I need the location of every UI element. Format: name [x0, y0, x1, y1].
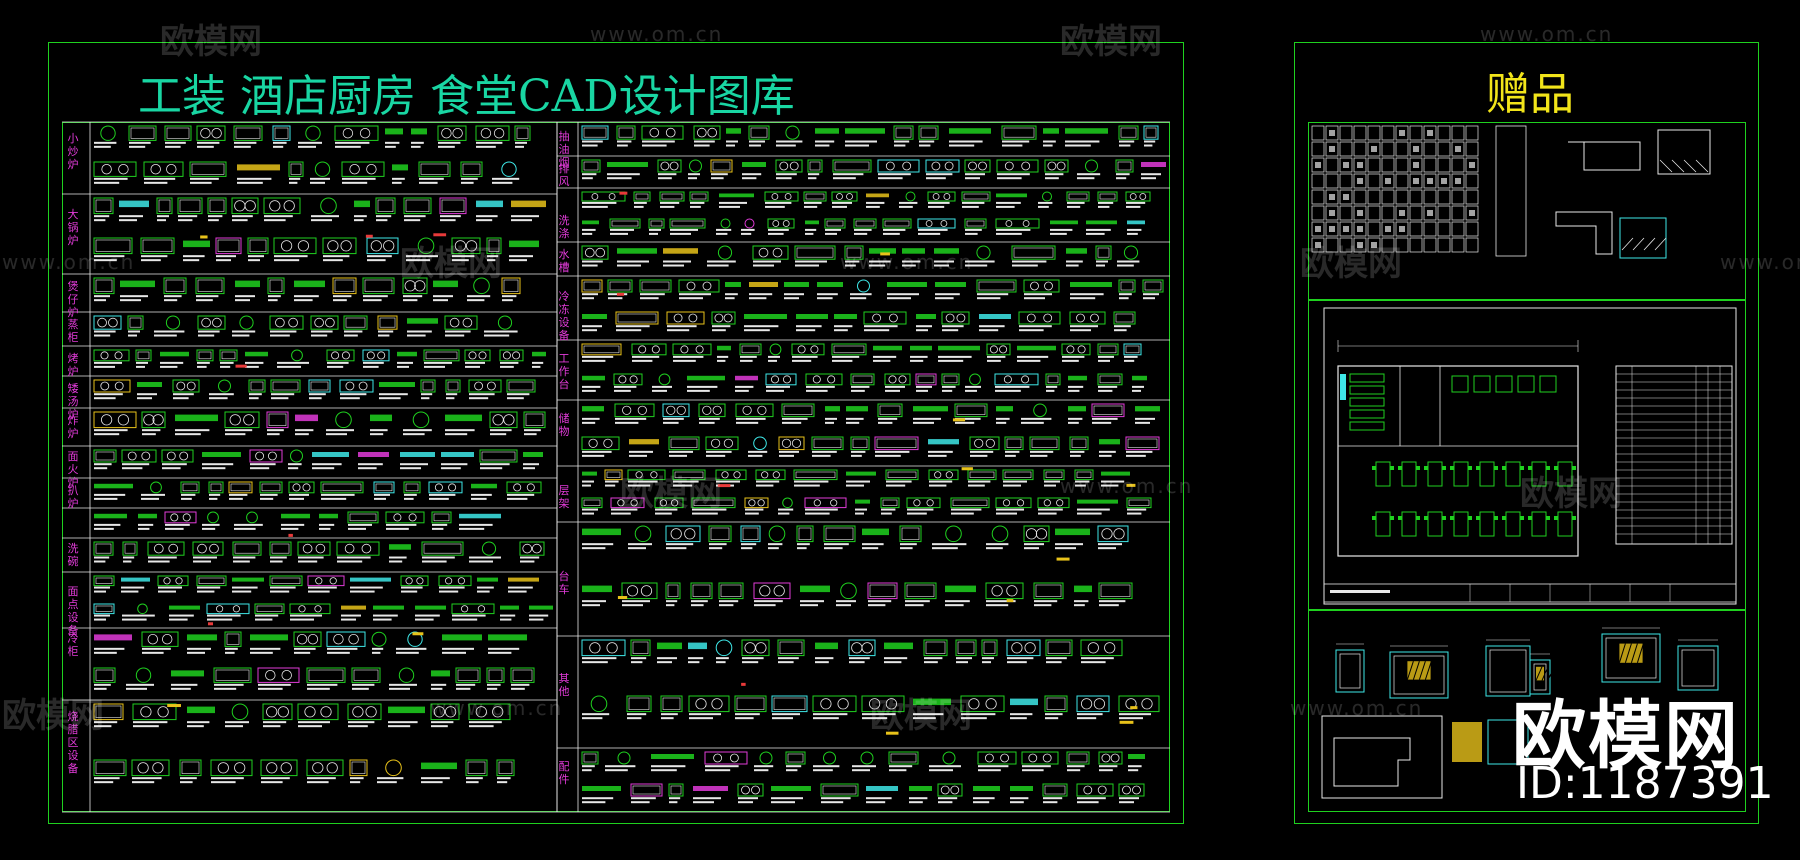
row-label-7: 炸炉	[67, 414, 79, 440]
row-label-20: 储物	[558, 412, 570, 438]
page-title: 工装 酒店厨房 食堂CAD设计图库	[138, 71, 795, 122]
row-label-19: 工作台	[558, 352, 570, 391]
row-label-9: 扒炉	[67, 484, 79, 510]
gift-sheet-frame	[1294, 42, 1759, 824]
row-label-8: 面火炉	[67, 450, 79, 489]
main-sheet-frame	[48, 42, 1184, 824]
model-id-label: ID:1187391	[1516, 758, 1774, 809]
row-label-15: 排风	[558, 162, 570, 188]
gift-panel-2	[1308, 300, 1746, 610]
row-label-18: 冷冻设备	[558, 290, 570, 342]
brand-logo-text: 欧模网	[1512, 693, 1740, 779]
row-label-2: 大锅炉	[67, 208, 79, 247]
row-label-17: 水槽	[558, 248, 570, 274]
row-label-5: 烤炉	[67, 352, 79, 378]
row-label-3: 煲仔炉	[67, 280, 79, 319]
row-label-1: 小炒炉	[67, 132, 79, 171]
row-label-24: 配件	[558, 760, 570, 786]
row-label-23: 其他	[558, 672, 570, 698]
row-label-13: 烧腊区设备	[67, 710, 79, 775]
row-label-16: 洗涤	[558, 214, 570, 240]
row-label-14: 抽油烟	[558, 130, 570, 169]
row-label-4: 蒸柜	[67, 318, 79, 344]
row-label-12: 冷柜	[67, 632, 79, 658]
catalog-grid-frame	[62, 122, 1170, 812]
row-label-10: 洗碗	[67, 542, 79, 568]
gift-title: 赠品	[1486, 69, 1574, 120]
row-label-21: 层架	[558, 484, 570, 510]
row-label-22: 台车	[558, 570, 570, 596]
gift-panel-3	[1308, 610, 1746, 812]
gift-panel-1	[1308, 122, 1746, 300]
row-label-6: 矮汤炉	[67, 382, 79, 421]
row-label-11: 面点设备	[67, 585, 79, 637]
